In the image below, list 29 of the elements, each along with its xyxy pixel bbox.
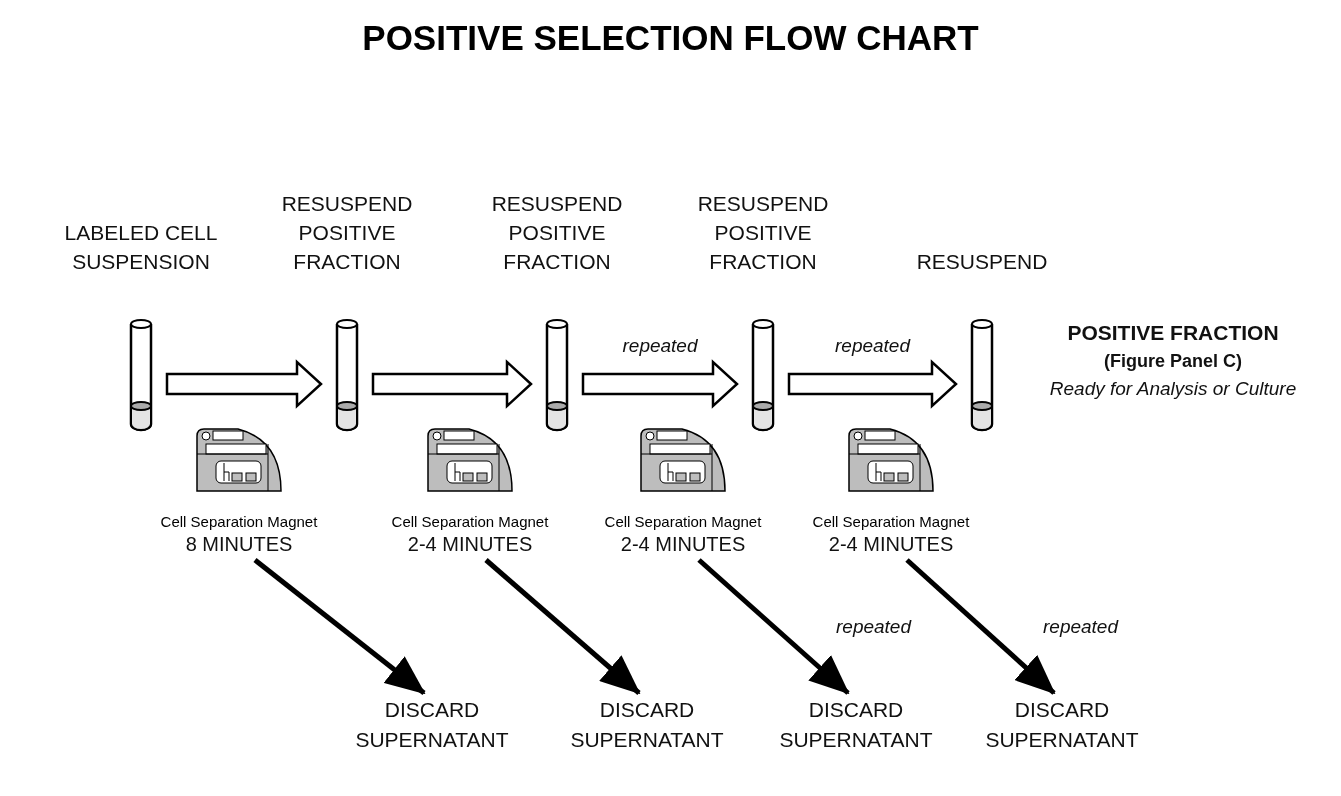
step-heading: RESUSPEND POSITIVE FRACTION [490,191,624,275]
device-label: Cell Separation Magnet [604,512,762,532]
duration-label: 8 MINUTES [185,532,293,556]
step-heading: LABELED CELL SUSPENSION [63,220,219,275]
duration-label: 2-4 MINUTES [620,532,746,556]
block-arrow [371,359,533,409]
arrow [253,558,426,695]
step-label: DISCARD SUPERNATANT [337,695,527,755]
result-label: POSITIVE FRACTION [1067,320,1279,346]
step-label: DISCARD SUPERNATANT [761,695,951,755]
arrow [697,558,850,695]
result-label: Ready for Analysis or Culture [1049,377,1297,401]
arrow [484,558,641,695]
duration-label: 2-4 MINUTES [828,532,954,556]
device-label: Cell Separation Magnet [812,512,970,532]
block-arrow [581,359,739,409]
step-label: DISCARD SUPERNATANT [967,695,1157,755]
step-label: DISCARD SUPERNATANT [552,695,742,755]
device-label: Cell Separation Magnet [160,512,318,532]
step-heading: RESUSPEND POSITIVE FRACTION [696,191,830,275]
step-heading: RESUSPEND [915,249,1049,275]
block-arrow [787,359,958,409]
block-arrow [165,359,323,409]
arrow [905,558,1056,695]
step-heading: RESUSPEND POSITIVE FRACTION [280,191,414,275]
duration-label: 2-4 MINUTES [407,532,533,556]
result-label: (Figure Panel C) [1104,350,1242,373]
device-label: Cell Separation Magnet [391,512,549,532]
title: POSITIVE SELECTION FLOW CHART [361,18,980,58]
